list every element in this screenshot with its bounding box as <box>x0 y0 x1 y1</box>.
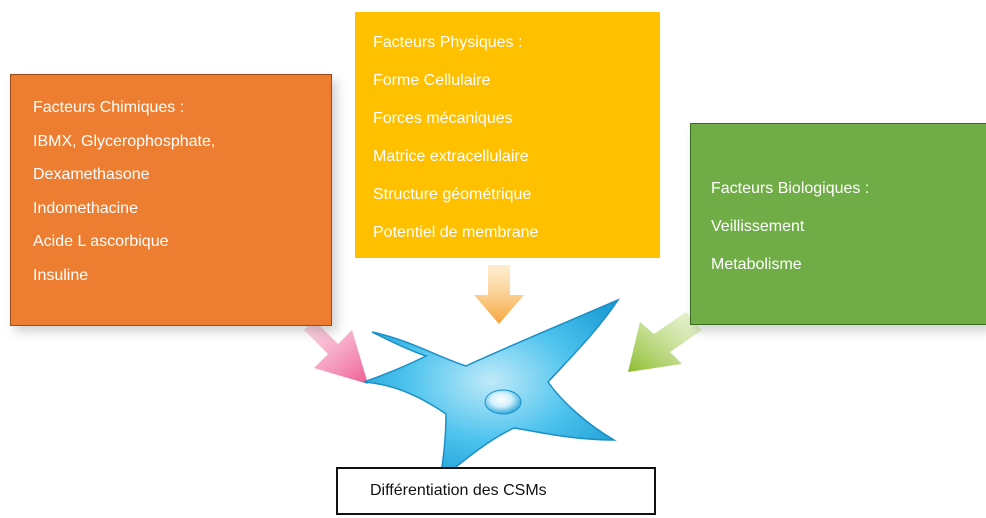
physical-factor-item: Forme Cellulaire <box>373 72 491 89</box>
biological-factors-title: Facteurs Biologiques : <box>711 180 870 197</box>
differentiation-caption: Différentiation des CSMs <box>336 467 656 515</box>
arrow-chemical-icon <box>292 320 368 384</box>
chemical-factor-item: Insuline <box>33 266 89 284</box>
biological-factor-item: Metabolisme <box>711 256 802 273</box>
chemical-factor-item: IBMX, Glycerophosphate, <box>33 132 216 150</box>
physical-factor-item: Forces mécaniques <box>373 110 513 127</box>
physical-factors-box: Facteurs Physiques : Forme Cellulaire Fo… <box>355 12 660 258</box>
biological-factor-item: Veillissement <box>711 218 805 235</box>
physical-factor-item: Structure géométrique <box>373 186 532 203</box>
arrow-physical-icon <box>474 265 524 324</box>
stem-cell-icon <box>363 298 621 482</box>
physical-factor-item: Matrice extracellulaire <box>373 148 529 165</box>
physical-factor-item: Potentiel de membrane <box>373 224 539 241</box>
biological-factors-box: Facteurs Biologiques : Veillissement Met… <box>690 123 986 325</box>
chemical-factors-box: Facteurs Chimiques : IBMX, Glycerophosph… <box>10 74 332 326</box>
arrow-biological-icon <box>628 312 702 372</box>
chemical-factor-item: Dexamethasone <box>33 166 150 183</box>
physical-factors-title: Facteurs Physiques : <box>373 34 523 51</box>
chemical-factors-title: Facteurs Chimiques : <box>33 99 185 116</box>
chemical-factor-item: Acide L ascorbique <box>33 233 169 250</box>
chemical-factor-item: Indomethacine <box>33 199 138 217</box>
